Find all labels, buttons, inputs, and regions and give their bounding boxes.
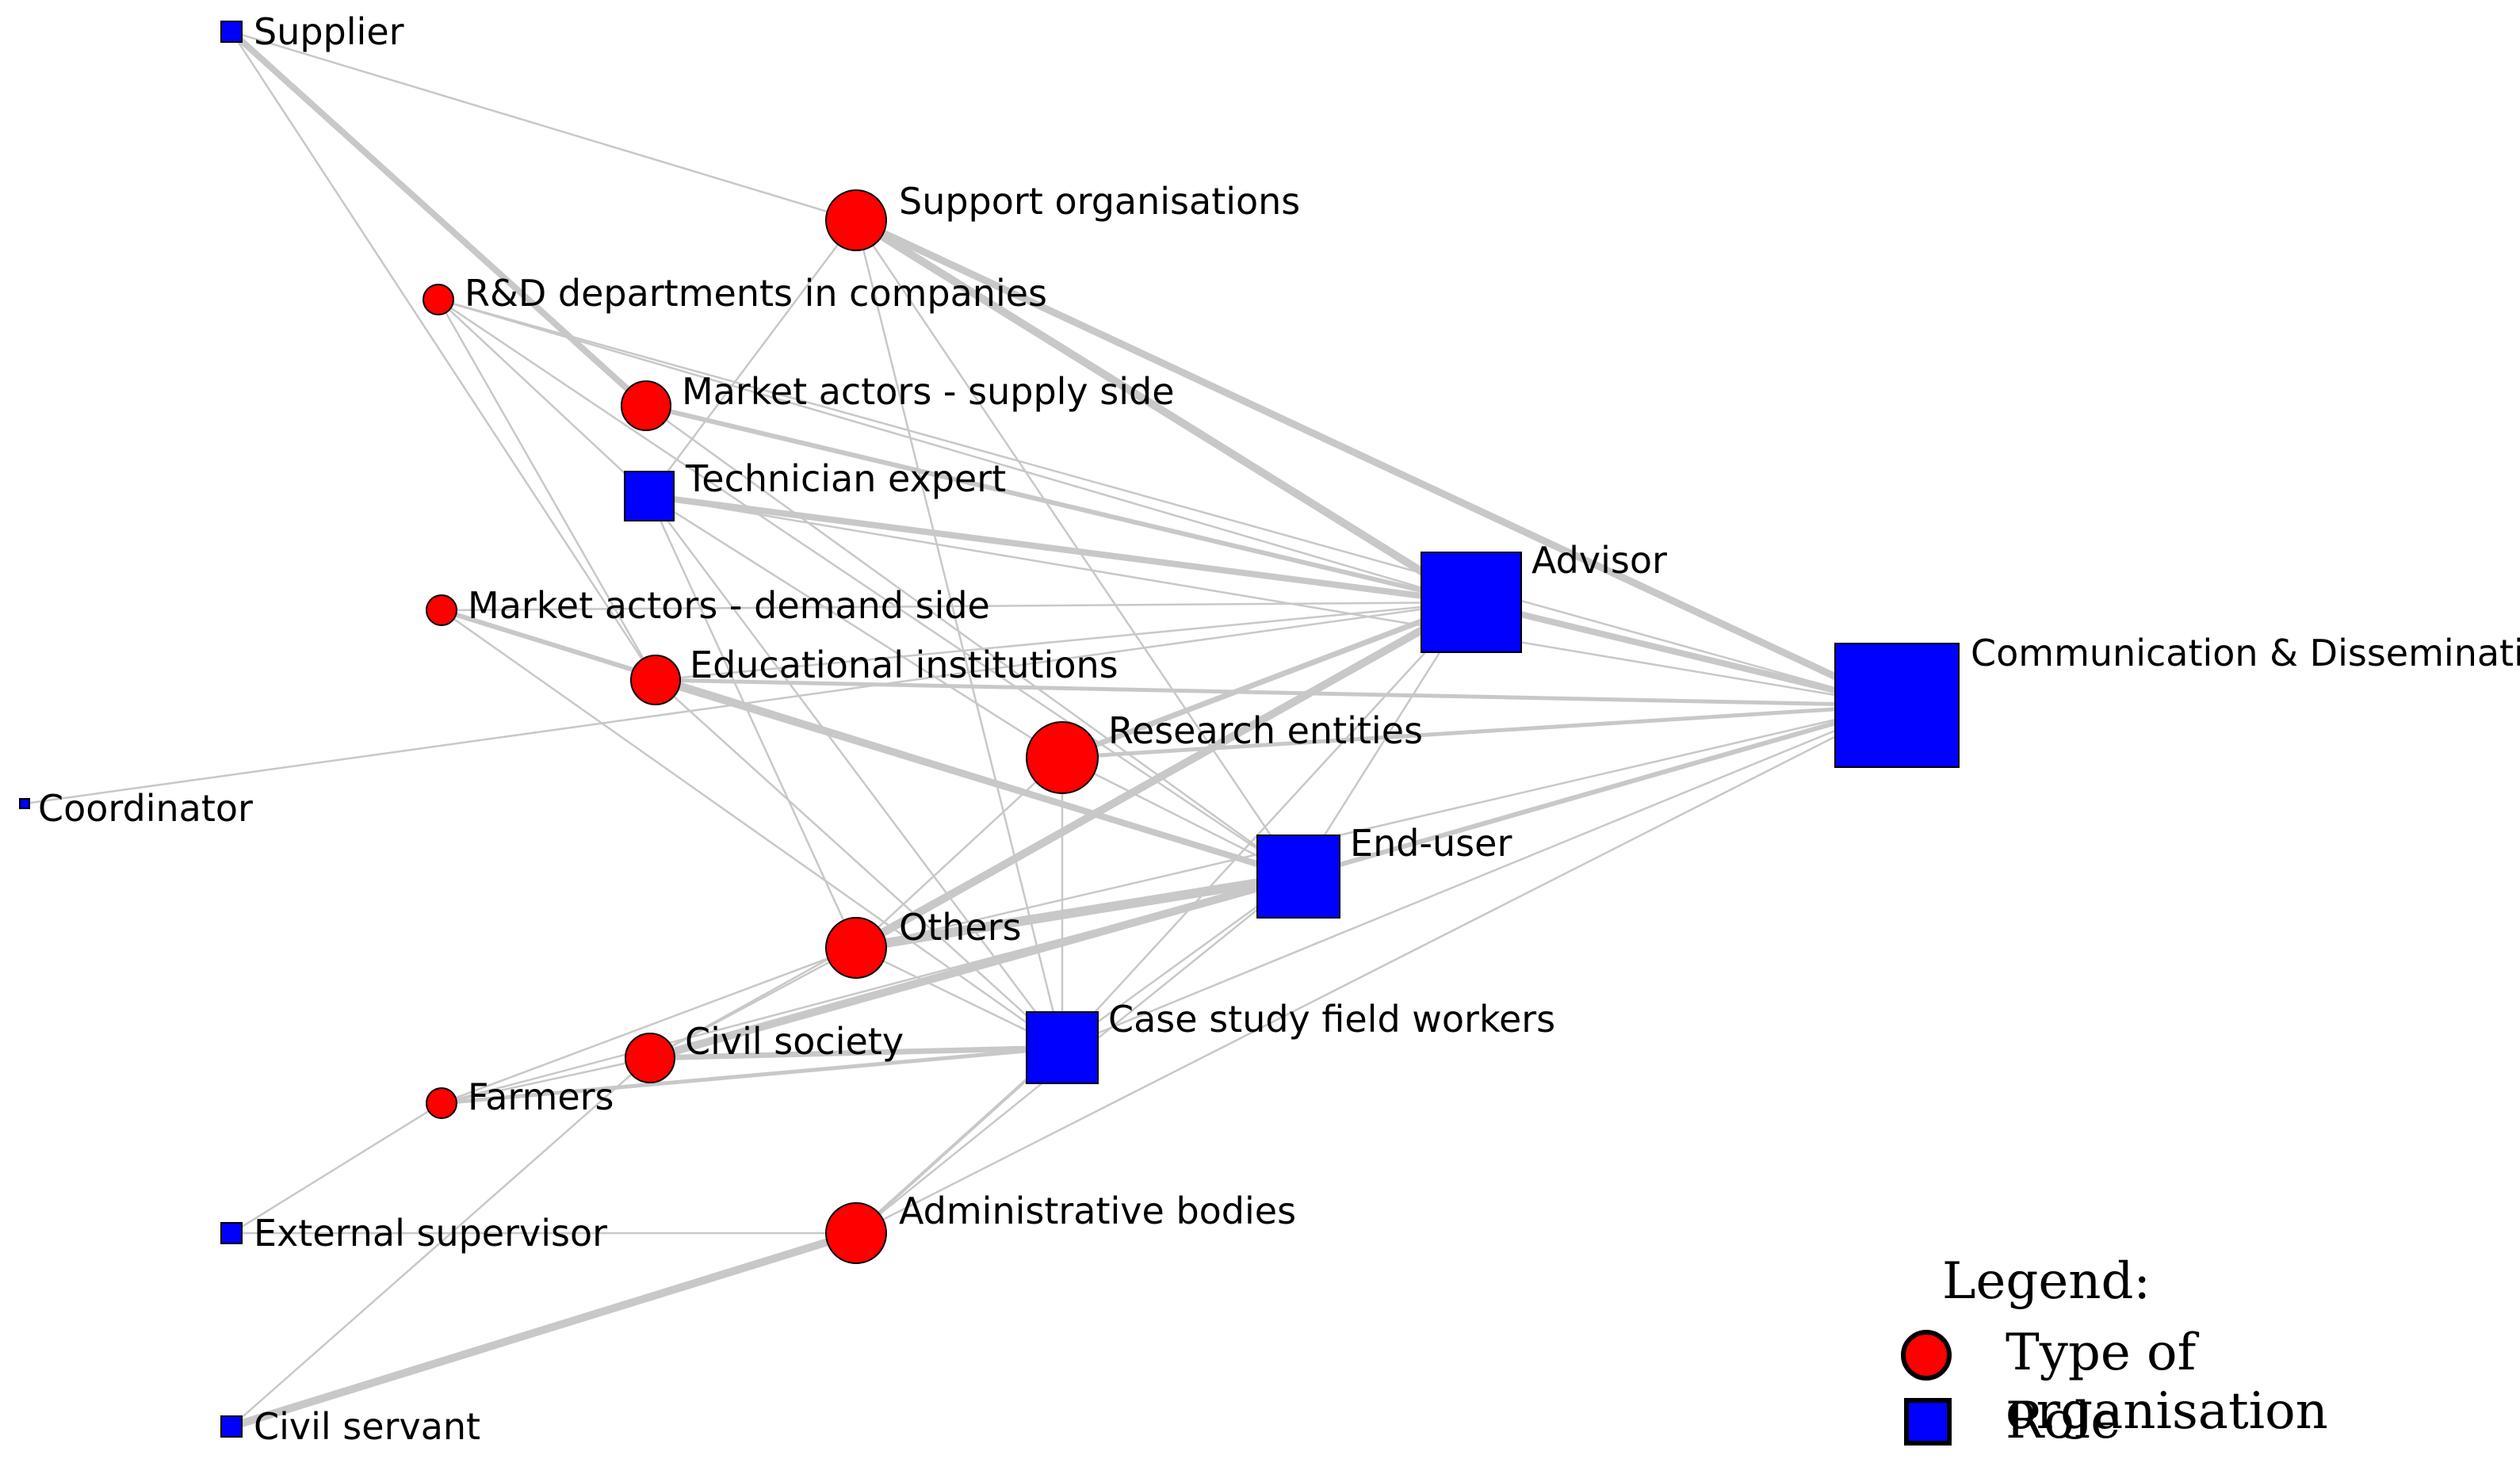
legend-title: Legend: bbox=[1942, 1252, 2151, 1311]
edge-casestudy-advisor bbox=[1061, 601, 1473, 1049]
node-coordinator bbox=[19, 798, 30, 809]
node-label-supply: Market actors - supply side bbox=[682, 370, 1175, 413]
node-casestudy bbox=[1026, 1011, 1099, 1084]
node-label-casestudy: Case study field workers bbox=[1108, 998, 1555, 1041]
node-label-civilsociety: Civil society bbox=[685, 1020, 904, 1063]
edge-support-comm bbox=[852, 216, 1901, 709]
node-admin bbox=[825, 1202, 887, 1264]
edge-enduser-comm bbox=[1296, 703, 1899, 879]
edge-educational-advisor bbox=[654, 601, 1473, 682]
edge-coordinator-advisor bbox=[23, 601, 1473, 805]
edge-supplier-educational bbox=[230, 30, 657, 682]
legend-label-organisation: Type of organisation bbox=[2006, 1323, 2328, 1441]
edge-casestudy-comm bbox=[1061, 704, 1899, 1049]
edge-admin-civilservant bbox=[228, 1229, 860, 1430]
edge-technician-casestudy bbox=[648, 495, 1064, 1049]
node-label-coordinator: Coordinator bbox=[38, 787, 253, 830]
node-label-others: Others bbox=[899, 906, 1022, 949]
node-label-supplier: Supplier bbox=[254, 10, 404, 53]
edge-rd-technician bbox=[437, 298, 651, 498]
edge-supplier-support bbox=[230, 30, 858, 222]
node-comm bbox=[1834, 643, 1960, 768]
node-label-farmers: Farmers bbox=[468, 1075, 614, 1118]
legend-item-role: Role bbox=[1887, 1392, 2513, 1455]
edge-supplier-supply bbox=[228, 29, 649, 409]
edges-layer bbox=[23, 29, 1901, 1430]
edge-supply-enduser bbox=[644, 404, 1300, 878]
edge-research-comm bbox=[1060, 703, 1899, 760]
node-label-research: Research entities bbox=[1108, 709, 1423, 752]
legend-circle-icon bbox=[1901, 1330, 1952, 1381]
node-label-technician: Technician expert bbox=[685, 457, 1006, 500]
nodes-layer bbox=[19, 21, 1960, 1438]
edge-civilsociety-casestudy bbox=[647, 1045, 1065, 1061]
edge-rd-advisor bbox=[437, 298, 1473, 604]
edge-farmers-extsupervisor bbox=[230, 1102, 443, 1235]
node-label-demand: Market actors - demand side bbox=[468, 584, 990, 627]
edge-support-casestudy bbox=[855, 219, 1064, 1049]
node-label-enduser: End-user bbox=[1350, 822, 1512, 865]
edge-rd-educational bbox=[437, 298, 657, 682]
node-supplier bbox=[220, 21, 243, 43]
node-rd bbox=[423, 284, 454, 315]
edge-educational-comm bbox=[653, 678, 1899, 708]
node-label-admin: Administrative bodies bbox=[899, 1190, 1296, 1232]
edge-research-others bbox=[855, 756, 1064, 949]
edge-admin-comm bbox=[855, 704, 1899, 1235]
edge-technician-advisor bbox=[646, 493, 1474, 605]
edge-civilsociety-advisor bbox=[648, 601, 1473, 1060]
node-label-extsupervisor: External supervisor bbox=[254, 1212, 607, 1255]
node-educational bbox=[630, 655, 681, 705]
node-label-advisor: Advisor bbox=[1532, 539, 1667, 582]
edge-civilsociety-enduser bbox=[646, 873, 1302, 1062]
node-civilservant bbox=[220, 1415, 243, 1438]
edge-research-advisor bbox=[1059, 599, 1474, 761]
edge-educational-enduser bbox=[652, 677, 1302, 880]
edge-advisor-comm bbox=[1468, 599, 1900, 708]
edge-civilsociety-farmers bbox=[440, 1056, 652, 1105]
edge-rd-comm bbox=[437, 298, 1899, 707]
legend-square-icon bbox=[1904, 1398, 1952, 1446]
node-demand bbox=[426, 594, 457, 626]
node-farmers bbox=[426, 1087, 457, 1119]
edge-technician-others bbox=[648, 495, 858, 949]
edge-technician-research bbox=[648, 495, 1064, 759]
edge-demand-advisor bbox=[440, 601, 1473, 612]
node-supply bbox=[621, 380, 671, 431]
edge-civilsociety-civilservant bbox=[230, 1056, 652, 1428]
edge-support-advisor bbox=[852, 216, 1475, 606]
edge-support-technician bbox=[648, 219, 858, 498]
edge-others-comm bbox=[855, 704, 1899, 949]
node-research bbox=[1026, 721, 1099, 794]
node-support bbox=[825, 189, 887, 251]
legend: Legend: Type of organisation Role bbox=[1887, 1252, 2513, 1450]
node-enduser bbox=[1256, 835, 1340, 919]
node-label-civilservant: Civil servant bbox=[254, 1405, 480, 1448]
edge-farmers-casestudy bbox=[439, 1045, 1065, 1106]
node-civilsociety bbox=[625, 1033, 675, 1083]
node-label-comm: Communication & Dissemination bbox=[1971, 632, 2520, 674]
legend-item-organisation: Type of organisation bbox=[1887, 1323, 2513, 1441]
node-label-rd: R&D departments in companies bbox=[465, 272, 1047, 315]
node-label-educational: Educational institutions bbox=[690, 644, 1119, 686]
node-extsupervisor bbox=[220, 1222, 243, 1244]
node-advisor bbox=[1421, 552, 1522, 653]
node-technician bbox=[624, 471, 675, 521]
edge-others-farmers bbox=[440, 946, 858, 1105]
node-label-support: Support organisations bbox=[899, 180, 1300, 223]
legend-label-role: Role bbox=[2006, 1392, 2121, 1450]
edge-educational-casestudy bbox=[654, 678, 1064, 1049]
node-others bbox=[825, 917, 887, 979]
edge-farmers-enduser bbox=[440, 875, 1300, 1105]
edge-others-enduser bbox=[851, 872, 1303, 953]
edge-technician-comm bbox=[648, 495, 1899, 707]
